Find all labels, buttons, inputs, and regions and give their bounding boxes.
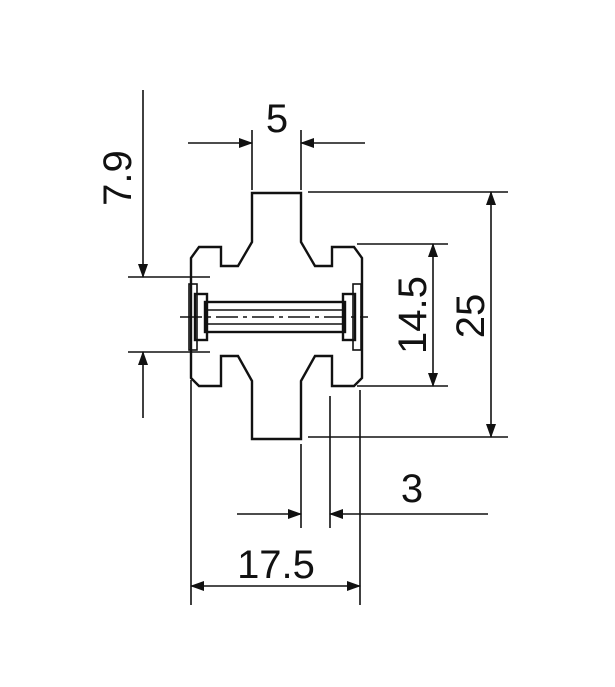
dim-label-25: 25 [449,294,493,339]
dimension-width-bottom: 3 [237,396,488,528]
dimension-width-top: 5 [188,97,365,190]
dimension-total-width: 17.5 [190,380,361,605]
dimension-inner-height: 14.5 [357,243,448,387]
dim-label-3: 3 [401,467,423,511]
dim-label-7-9: 7.9 [96,150,140,206]
dimension-total-height: 25 [308,191,508,438]
hub-section [189,191,364,441]
dim-label-5: 5 [266,97,288,141]
dim-label-14-5: 14.5 [391,276,435,354]
wheel-cross-section [180,191,368,441]
dim-label-17-5: 17.5 [237,543,315,587]
dimension-offset-left: 7.9 [96,90,210,418]
